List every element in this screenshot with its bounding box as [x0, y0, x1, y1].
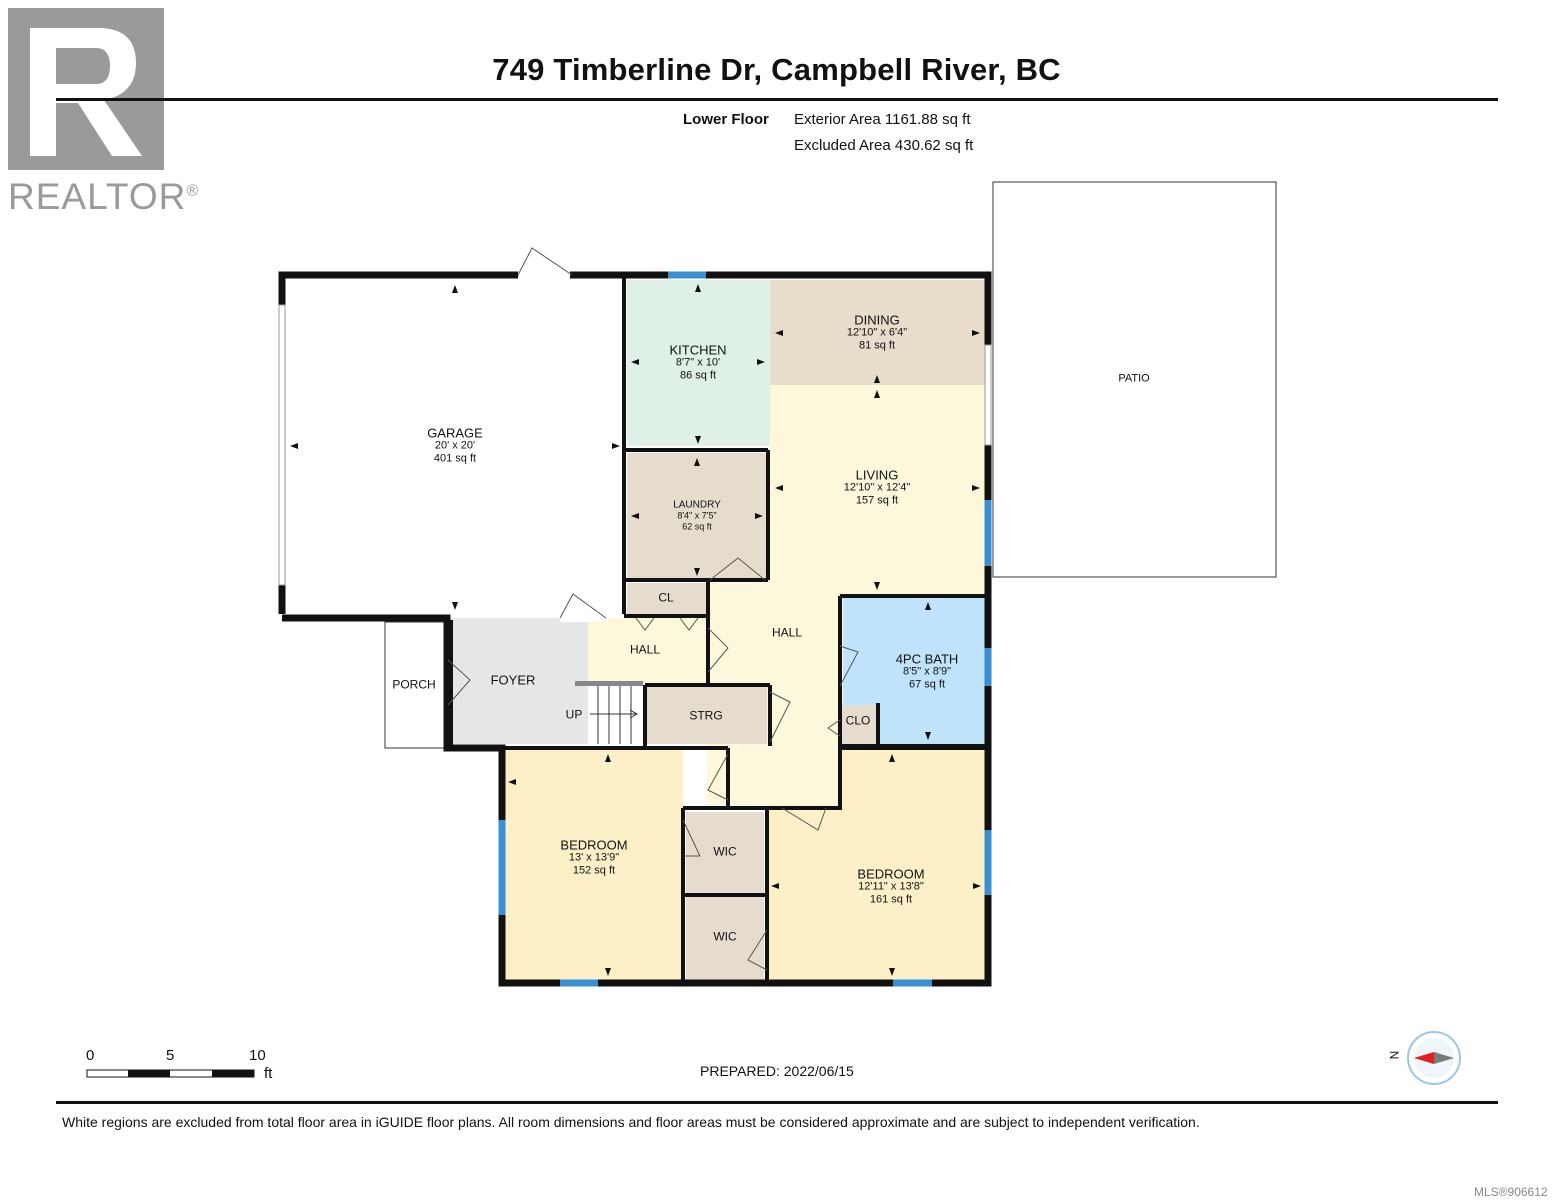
room-name: BEDROOM	[857, 866, 925, 882]
room-name: KITCHEN	[669, 342, 727, 358]
room-name: 4PC BATH	[895, 651, 959, 667]
compass-north-label: N	[1387, 1050, 1402, 1060]
room-dims: 8'4" x 7'5"	[677, 510, 717, 521]
doors	[447, 247, 859, 971]
room-area: 62 sq ft	[682, 521, 712, 532]
room-dims: 12'10" x 12'4"	[843, 481, 911, 494]
interior-walls	[449, 278, 988, 983]
footer-rule	[56, 1101, 1498, 1104]
kitchen-fill	[627, 280, 770, 446]
room-bath: 4PC BATH 8'5" x 8'9" 67 sq ft	[896, 653, 959, 692]
room-dims: 13' x 13'9"	[568, 851, 620, 864]
room-bedroom-1: BEDROOM 13' x 13'9" 152 sq ft	[560, 839, 627, 878]
dining-fill	[770, 280, 985, 385]
room-area: 67 sq ft	[908, 678, 946, 691]
page-title: 749 Timberline Dr, Campbell River, BC	[492, 52, 1061, 87]
scale-graphic	[86, 1069, 255, 1078]
room-laundry: LAUNDRY 8'4" x 7'5" 62 sq ft	[673, 500, 721, 533]
room-dims: 8'7" x 10'	[675, 356, 721, 369]
header-rule	[56, 98, 1498, 101]
room-area: 152 sq ft	[572, 864, 616, 877]
patio-area	[992, 181, 1277, 578]
room-dims: 8'5" x 8'9"	[902, 665, 952, 678]
room-dims: 12'11" x 13'8"	[858, 880, 924, 893]
floor-label: Lower Floor	[683, 111, 769, 128]
room-living: LIVING 12'10" x 12'4" 157 sq ft	[844, 469, 910, 508]
stairs	[575, 681, 643, 744]
room-porch: PORCH	[392, 677, 436, 692]
excluded-area: Excluded Area 430.62 sq ft	[794, 137, 974, 154]
bedroom1-fill	[503, 750, 683, 980]
room-dims: 12'10" x 6'4"	[846, 326, 908, 339]
room-clo: CLO	[845, 713, 871, 728]
room-name: LIVING	[855, 467, 899, 483]
stairs-up-label: UP	[565, 707, 583, 722]
room-area: 161 sq ft	[869, 893, 913, 906]
laundry-fill	[627, 453, 767, 579]
strg-fill	[647, 687, 767, 744]
room-cl: CL	[658, 590, 674, 605]
room-bedroom-2: BEDROOM 12'11" x 13'8" 161 sq ft	[857, 868, 924, 907]
room-strg: STRG	[689, 708, 723, 723]
mls-number: MLS®906612	[1474, 1185, 1548, 1199]
hall-lower-fill	[727, 750, 840, 805]
clo-fill	[840, 705, 878, 745]
wic2-fill	[686, 897, 764, 980]
exterior-walls	[278, 271, 992, 987]
realtor-logo: REALTOR®	[8, 8, 198, 217]
room-name: GARAGE	[427, 425, 483, 441]
compass: N	[1387, 1028, 1465, 1088]
room-area: 86 sq ft	[679, 369, 717, 382]
room-dims: 20' x 20'	[434, 439, 476, 452]
realtor-logo-text: REALTOR	[8, 176, 187, 217]
garage-door	[278, 304, 992, 586]
cl-fill	[627, 583, 707, 614]
room-patio: PATIO	[1118, 372, 1150, 385]
realtor-r-icon	[8, 8, 164, 170]
foyer-fill	[451, 618, 588, 744]
prepared-date: PREPARED: 2022/06/15	[700, 1063, 854, 1079]
room-wic-1: WIC	[713, 844, 737, 859]
room-hall-small: HALL	[629, 642, 661, 657]
room-wic-2: WIC	[713, 929, 737, 944]
room-area: 401 sq ft	[433, 452, 477, 465]
exterior-area: Exterior Area 1161.88 sq ft	[794, 111, 971, 128]
footer-disclaimer: White regions are excluded from total fl…	[62, 1114, 1200, 1130]
scale-label-0: 0	[86, 1047, 95, 1064]
room-dining: DINING 12'10" x 6'4" 81 sq ft	[847, 314, 907, 353]
room-area: 157 sq ft	[855, 494, 899, 507]
dimension-arrows	[290, 284, 981, 976]
room-hall-main: HALL	[771, 625, 803, 640]
room-area: 81 sq ft	[858, 339, 896, 352]
living-fill	[770, 385, 985, 595]
room-foyer: FOYER	[490, 672, 536, 688]
scale-label-5: 5	[166, 1047, 175, 1064]
scale-bar: 0 5 10 ft	[86, 1047, 286, 1087]
scale-unit: ft	[264, 1065, 273, 1082]
room-kitchen: KITCHEN 8'7" x 10' 86 sq ft	[669, 344, 726, 383]
scale-label-10: 10	[249, 1047, 266, 1064]
windows	[498, 271, 992, 987]
registered-mark: ®	[186, 182, 200, 200]
room-garage: GARAGE 20' x 20' 401 sq ft	[427, 427, 483, 466]
room-name: BEDROOM	[560, 837, 628, 853]
room-name: LAUNDRY	[673, 499, 721, 511]
compass-icon	[1407, 1031, 1461, 1085]
room-name: DINING	[854, 312, 900, 328]
